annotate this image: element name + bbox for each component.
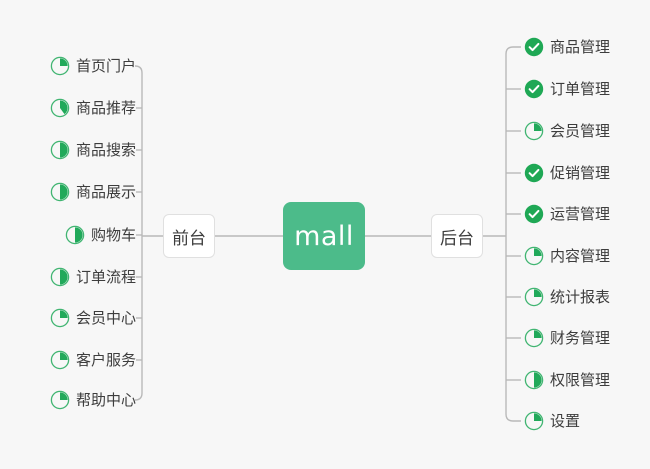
pie-progress-icon <box>50 308 70 328</box>
pie-progress-icon <box>50 182 70 202</box>
pie-progress-icon <box>50 390 70 410</box>
leaf-item-label: 商品管理 <box>550 38 611 56</box>
leaf-item-label: 设置 <box>550 412 581 430</box>
leaf-item[interactable]: 商品管理 <box>524 34 610 60</box>
leaf-item[interactable]: 权限管理 <box>524 367 610 393</box>
branch-node-front[interactable]: 前台 <box>163 214 215 258</box>
leaf-item-label: 促销管理 <box>550 164 611 182</box>
pie-progress-icon <box>524 370 544 390</box>
pie-progress-icon <box>50 140 70 160</box>
branch-node-back[interactable]: 后台 <box>431 214 483 258</box>
leaf-item-label: 帮助中心 <box>75 391 136 409</box>
leaf-item[interactable]: 统计报表 <box>524 284 610 310</box>
center-node-mall[interactable]: mall <box>283 202 365 270</box>
leaf-item-label: 财务管理 <box>550 329 611 347</box>
leaf-item[interactable]: 会员管理 <box>524 118 610 144</box>
leaf-item-label: 购物车 <box>90 226 136 244</box>
pie-progress-icon <box>50 98 70 118</box>
leaf-item[interactable]: 促销管理 <box>524 160 610 186</box>
leaf-item-label: 统计报表 <box>550 288 611 306</box>
pie-progress-icon <box>524 246 544 266</box>
pie-progress-icon <box>50 350 70 370</box>
pie-progress-icon <box>50 267 70 287</box>
leaf-item[interactable]: 内容管理 <box>524 243 610 269</box>
right-branch-line <box>505 413 521 422</box>
leaf-item[interactable]: 设置 <box>524 408 580 434</box>
check-circle-icon <box>524 79 544 99</box>
pie-progress-icon <box>65 225 85 245</box>
leaf-item[interactable]: 帮助中心 <box>50 387 136 413</box>
pie-progress-icon <box>524 121 544 141</box>
leaf-item[interactable]: 客户服务 <box>50 347 136 373</box>
branch-node-front-label: 前台 <box>172 228 206 249</box>
leaf-item-label: 商品展示 <box>75 183 136 201</box>
pie-progress-icon <box>524 328 544 348</box>
leaf-item-label: 商品搜索 <box>75 141 136 159</box>
leaf-item[interactable]: 首页门户 <box>50 53 136 79</box>
pie-progress-icon <box>50 56 70 76</box>
leaf-item[interactable]: 商品搜索 <box>50 137 136 163</box>
center-node-label: mall <box>294 220 354 252</box>
leaf-item[interactable]: 购物车 <box>65 222 136 248</box>
leaf-item[interactable]: 订单流程 <box>50 264 136 290</box>
branch-node-back-label: 后台 <box>440 228 474 249</box>
leaf-item-label: 会员管理 <box>550 122 611 140</box>
leaf-item[interactable]: 运营管理 <box>524 201 610 227</box>
leaf-item-label: 客户服务 <box>75 351 136 369</box>
check-circle-icon <box>524 163 544 183</box>
pie-progress-icon <box>524 287 544 307</box>
check-circle-icon <box>524 37 544 57</box>
leaf-item[interactable]: 商品推荐 <box>50 95 136 121</box>
check-circle-icon <box>524 204 544 224</box>
left-branch-line <box>134 392 143 401</box>
leaf-item[interactable]: 会员中心 <box>50 305 136 331</box>
right-branch-line <box>505 46 521 55</box>
left-branch-line <box>134 65 143 74</box>
leaf-item-label: 商品推荐 <box>75 99 136 117</box>
leaf-item[interactable]: 订单管理 <box>524 76 610 102</box>
pie-progress-icon <box>524 411 544 431</box>
leaf-item[interactable]: 商品展示 <box>50 179 136 205</box>
leaf-item-label: 订单管理 <box>550 80 611 98</box>
leaf-item-label: 运营管理 <box>550 205 611 223</box>
leaf-item-label: 首页门户 <box>75 57 136 75</box>
leaf-item-label: 会员中心 <box>75 309 136 327</box>
leaf-item[interactable]: 财务管理 <box>524 325 610 351</box>
leaf-item-label: 内容管理 <box>550 247 611 265</box>
leaf-item-label: 订单流程 <box>75 268 136 286</box>
leaf-item-label: 权限管理 <box>550 371 611 389</box>
